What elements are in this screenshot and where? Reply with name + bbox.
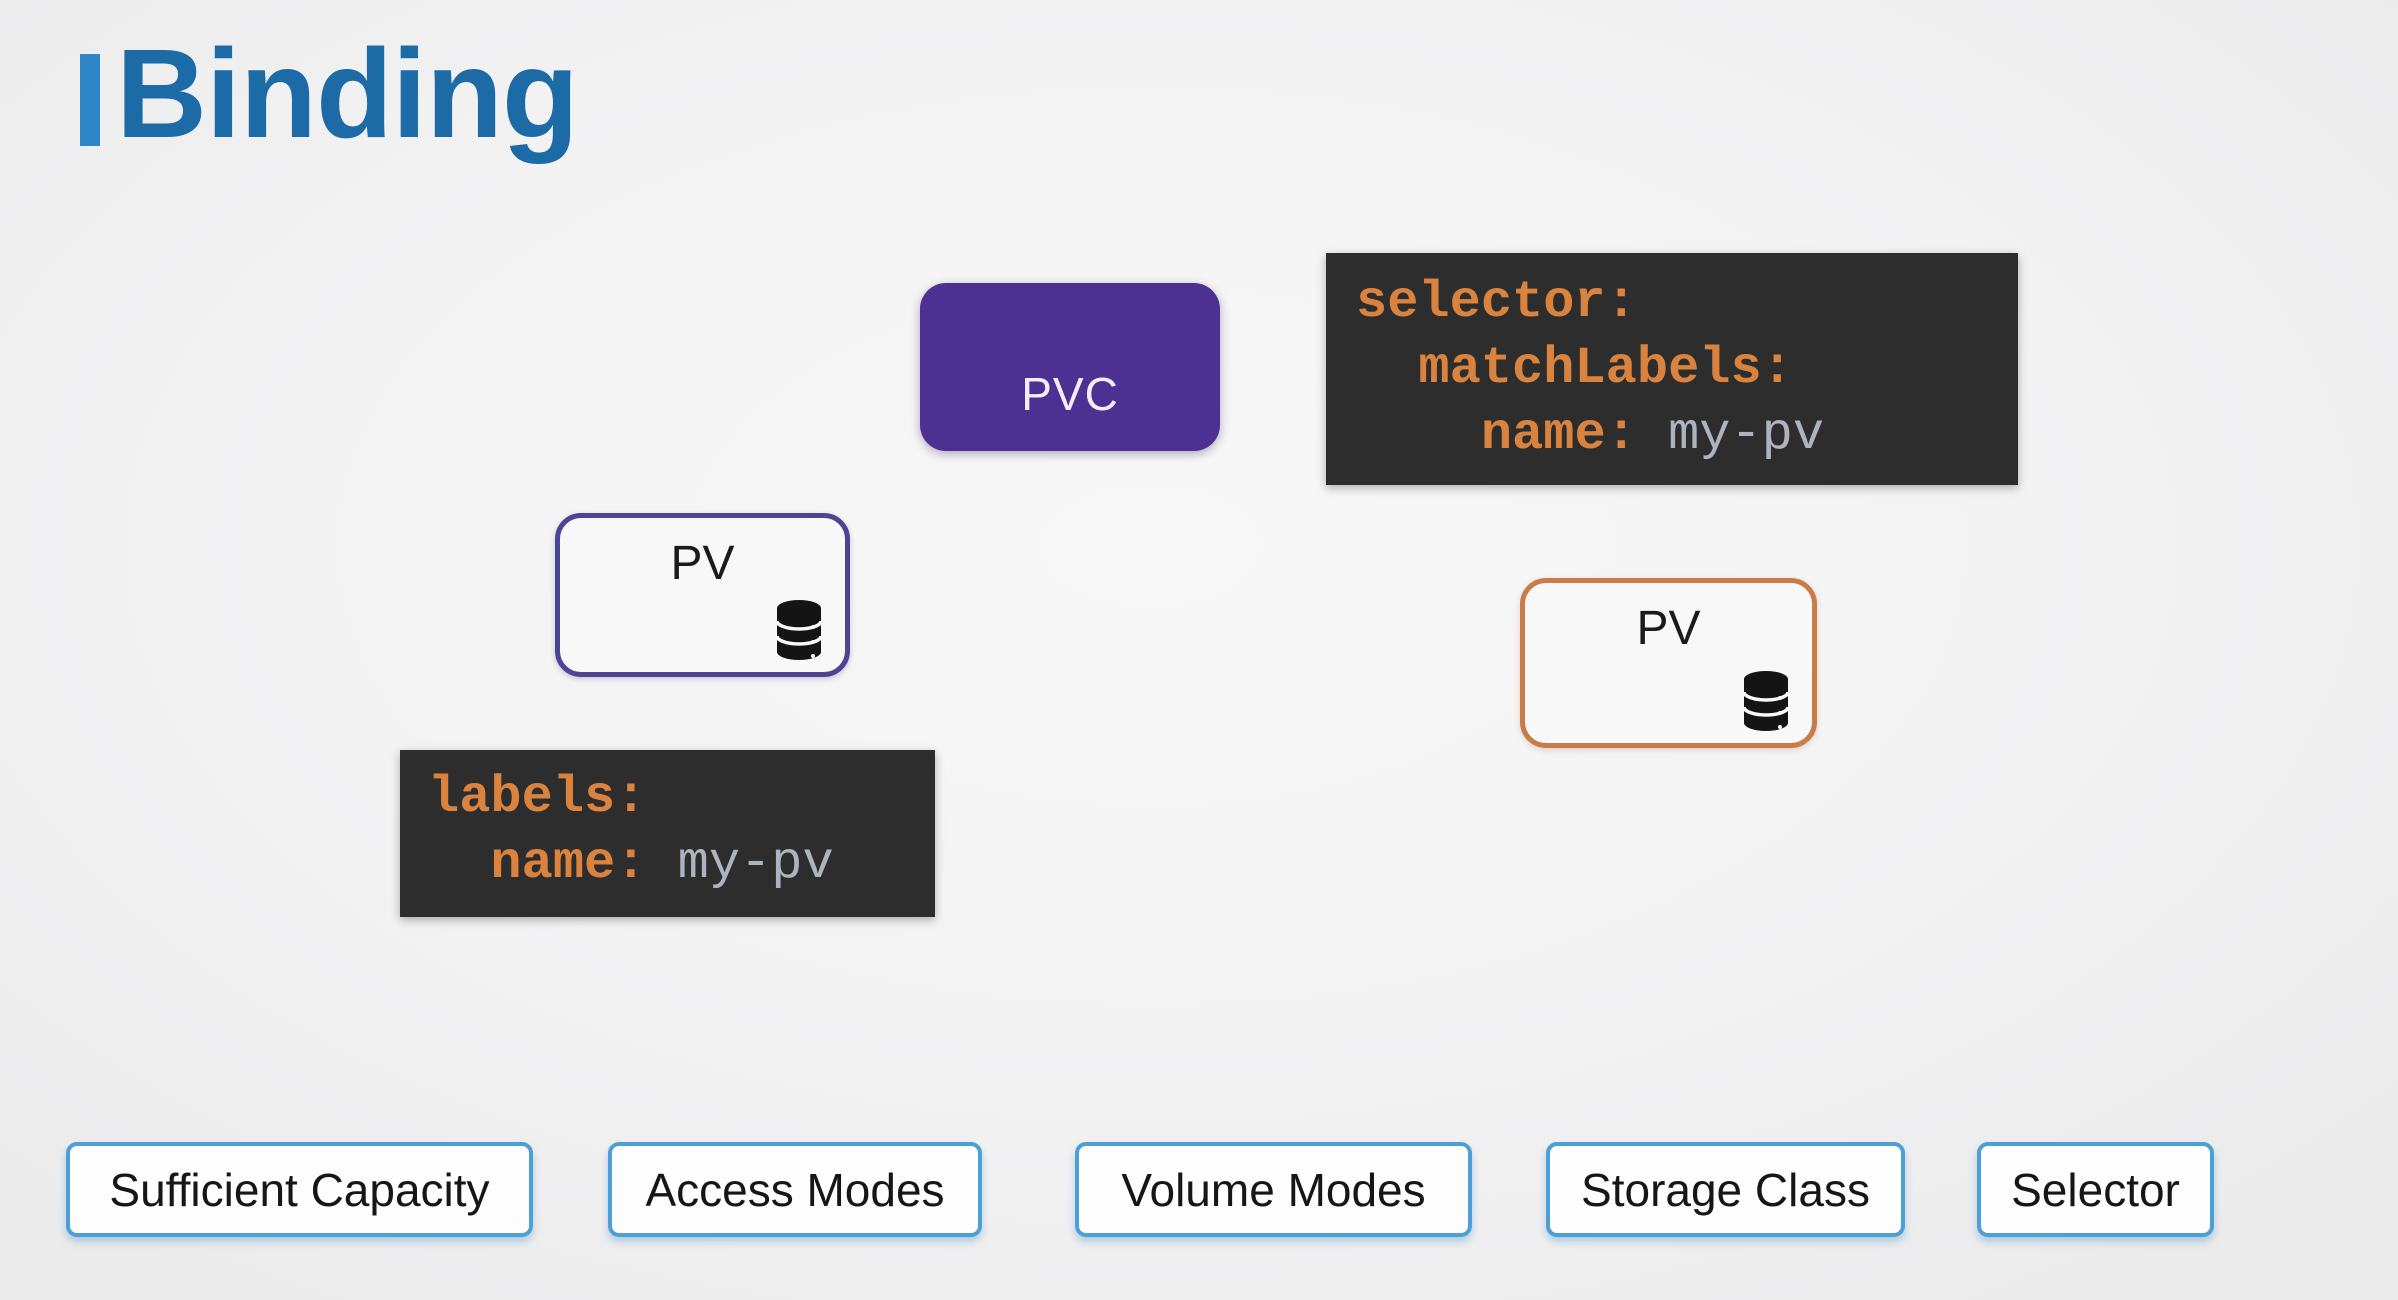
code-indent — [1356, 339, 1418, 398]
code-line: name: my-pv — [1356, 402, 1988, 468]
pv-box-left: PV — [555, 513, 850, 677]
selector-code-block: selector: matchLabels: name: my-pv — [1326, 253, 2018, 485]
code-value: my-pv — [1636, 405, 1825, 464]
code-line: selector: — [1356, 270, 1988, 336]
title-accent-bar — [80, 54, 100, 146]
criteria-chip-volume-modes: Volume Modes — [1075, 1142, 1472, 1237]
criteria-chip-access-modes: Access Modes — [608, 1142, 982, 1237]
criteria-chip-sufficient-capacity: Sufficient Capacity — [66, 1142, 533, 1237]
code-line: matchLabels: — [1356, 336, 1988, 402]
criteria-chip-selector: Selector — [1977, 1142, 2214, 1237]
database-icon — [1742, 671, 1790, 731]
code-key: matchLabels: — [1418, 339, 1793, 398]
pvc-box: PVC — [920, 283, 1220, 451]
page-title: Binding — [116, 23, 579, 164]
code-key: name: — [490, 834, 647, 893]
pv-left-label: PV — [670, 537, 735, 590]
labels-code-block: labels: name: my-pv — [400, 750, 935, 917]
code-key: name: — [1480, 405, 1637, 464]
code-line: name: my-pv — [428, 831, 907, 897]
code-line: labels: — [428, 765, 907, 831]
database-icon — [775, 600, 823, 660]
pv-right-label: PV — [1636, 602, 1701, 655]
criteria-chip-storage-class: Storage Class — [1546, 1142, 1905, 1237]
code-indent — [428, 834, 490, 893]
code-value: my-pv — [646, 834, 834, 893]
code-indent — [1356, 405, 1481, 464]
code-key: labels: — [428, 768, 647, 827]
pvc-label: PVC — [1021, 368, 1119, 420]
pv-box-right: PV — [1520, 578, 1817, 748]
code-key: selector: — [1356, 273, 1637, 332]
